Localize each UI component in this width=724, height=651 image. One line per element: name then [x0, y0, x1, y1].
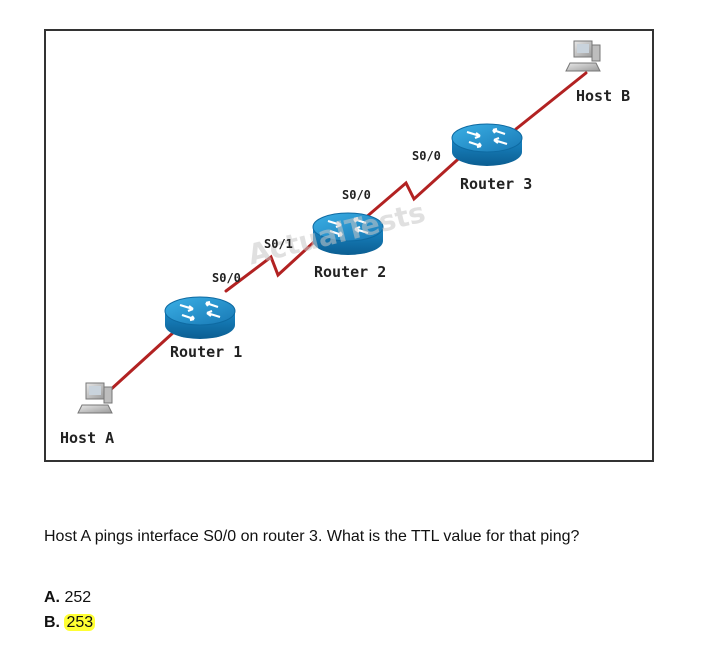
answer-option-a[interactable]: A. 252: [44, 589, 91, 607]
router-3-s0-0-label: S0/0: [412, 149, 441, 163]
router-2-s0-0-label: S0/0: [342, 188, 371, 202]
topology-drawing: [77, 40, 601, 414]
link-router-3-host-b: [514, 71, 588, 131]
host-b-label: Host B: [576, 87, 631, 105]
link-router-2-router-3-serial: [362, 150, 468, 221]
router-2-s0-1-label: S0/1: [264, 237, 293, 251]
router-3-icon: [451, 123, 523, 166]
router-1-s0-0-label: S0/0: [212, 271, 241, 285]
question-text: Host A pings interface S0/0 on router 3.…: [44, 528, 580, 545]
router-3-label: Router 3: [460, 175, 533, 193]
host-b-computer-icon: [565, 40, 601, 72]
host-a-computer-icon: [77, 382, 113, 414]
link-router-1-router-2-serial: [224, 240, 316, 293]
answer-option-b[interactable]: B. 253: [44, 614, 96, 632]
network-diagram: ActualTests Host A Host B Router 1 Route…: [44, 29, 654, 462]
answer-a-letter: A.: [44, 589, 60, 606]
router-1-label: Router 1: [170, 343, 243, 361]
answer-b-letter: B.: [44, 614, 60, 631]
router-2-label: Router 2: [314, 263, 387, 281]
router-1-icon: [164, 296, 236, 339]
host-a-label: Host A: [60, 429, 115, 447]
answer-a-text: 252: [64, 589, 92, 606]
answer-b-text-highlighted: 253: [64, 614, 96, 631]
router-2-icon: [312, 212, 384, 255]
